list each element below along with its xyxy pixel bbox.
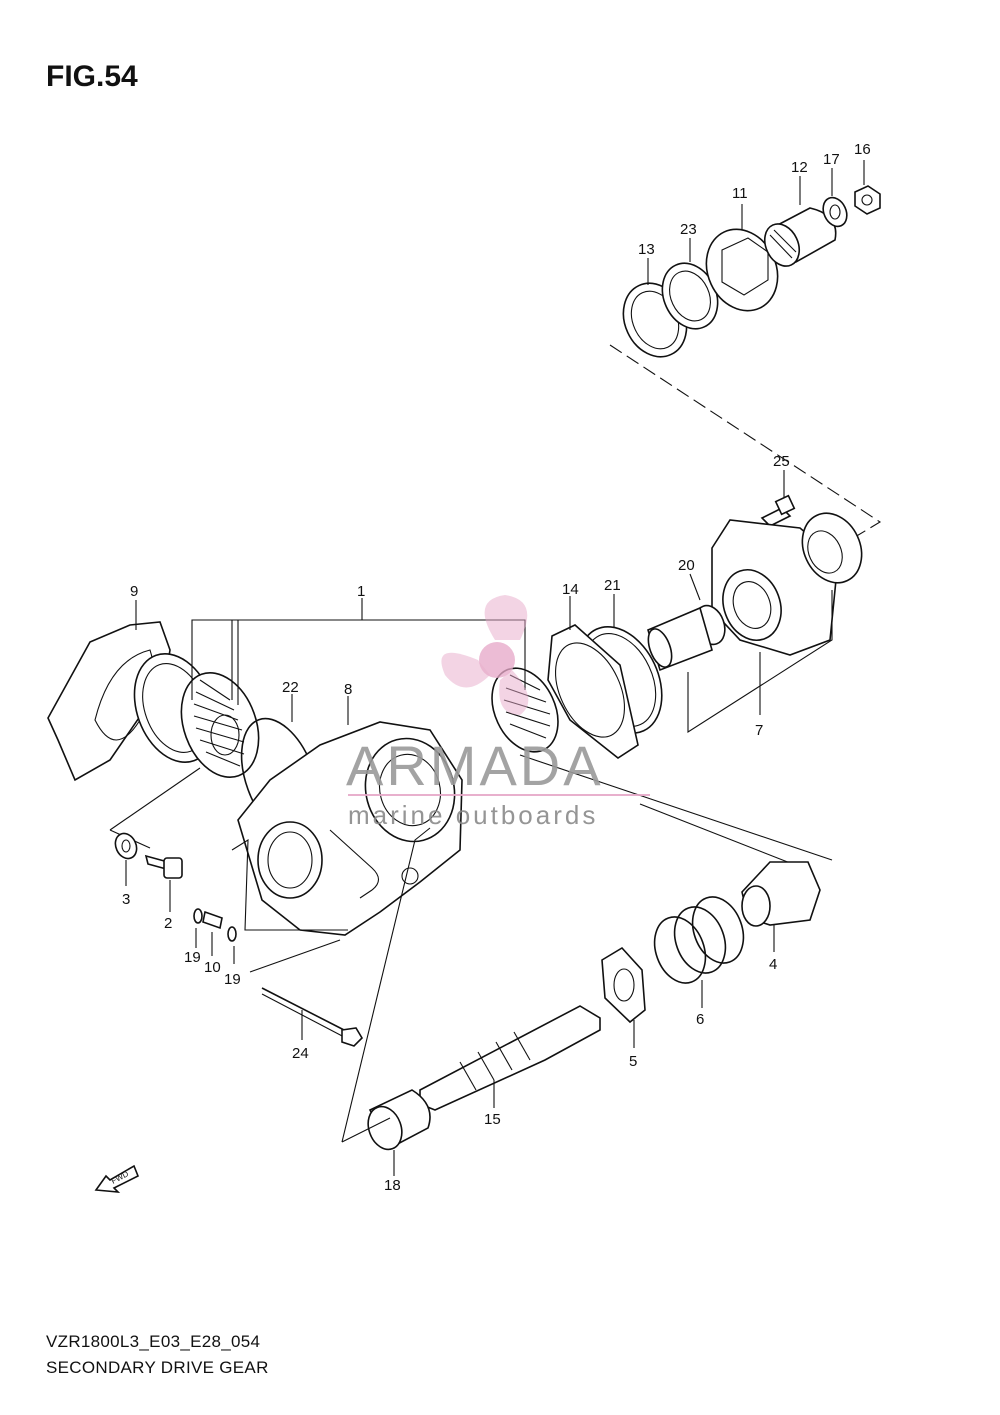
label-22: 22 (282, 679, 299, 696)
part-15-shaft[interactable] (419, 1005, 601, 1111)
part-1-gear[interactable] (168, 662, 273, 788)
part-labels: 1 2 3 4 5 6 7 8 9 10 11 12 13 14 15 16 1… (122, 141, 871, 1194)
label-2: 2 (164, 915, 172, 932)
watermark-brand: ARMADA (346, 734, 604, 797)
figure-title: FIG.54 (46, 60, 138, 93)
label-3: 3 (122, 891, 130, 908)
label-23: 23 (680, 221, 697, 238)
part-14-gasket[interactable] (547, 624, 639, 759)
fwd-arrow-icon: FWD (94, 1164, 140, 1193)
part-17-washer[interactable] (819, 194, 852, 230)
part-3-washer[interactable] (111, 830, 140, 862)
part-19-clip-left[interactable] (193, 908, 203, 924)
label-25: 25 (773, 453, 790, 470)
label-5: 5 (629, 1053, 637, 1070)
label-19b: 19 (224, 971, 241, 988)
drawing-name: SECONDARY DRIVE GEAR (46, 1358, 269, 1377)
watermark: ARMADA marine outboards (346, 595, 650, 830)
label-1: 1 (357, 583, 365, 600)
part-6-spring[interactable] (646, 890, 752, 990)
watermark-tagline: marine outboards (348, 800, 598, 830)
label-9: 9 (130, 583, 138, 600)
label-11: 11 (732, 185, 748, 202)
part-10-pin[interactable] (202, 910, 223, 930)
label-8: 8 (344, 681, 352, 698)
top-assembly (609, 160, 882, 541)
label-7: 7 (755, 722, 763, 739)
label-16: 16 (854, 141, 871, 158)
label-19a: 19 (184, 949, 201, 966)
label-20: 20 (678, 557, 695, 574)
part-19-clip-right[interactable] (227, 926, 237, 942)
part-16-nut[interactable] (854, 185, 881, 215)
propeller-logo-icon (441, 595, 529, 715)
label-4: 4 (769, 956, 777, 973)
label-17: 17 (823, 151, 840, 168)
label-13: 13 (638, 241, 655, 258)
label-10: 10 (204, 959, 221, 976)
left-gear-assembly (47, 598, 833, 936)
label-14: 14 (562, 581, 579, 598)
label-24: 24 (292, 1045, 309, 1062)
label-15: 15 (484, 1111, 501, 1128)
label-6: 6 (696, 1011, 704, 1028)
part-5-plate[interactable] (601, 946, 646, 1024)
label-12: 12 (791, 159, 808, 176)
fasteners (111, 830, 364, 1047)
part-24-bolt[interactable] (261, 987, 349, 1033)
shaft-assembly (341, 827, 821, 1176)
label-21: 21 (604, 577, 621, 594)
drawing-code: VZR1800L3_E03_E28_054 (46, 1332, 261, 1351)
right-housing-assembly (547, 470, 863, 759)
label-18: 18 (384, 1177, 401, 1194)
